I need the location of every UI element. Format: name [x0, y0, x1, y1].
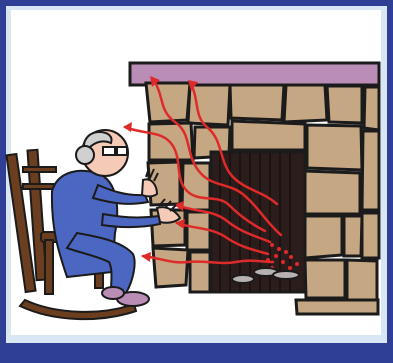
glasses-right-lens — [117, 147, 127, 155]
man-ear-hair — [76, 146, 94, 164]
man-slipper-back — [102, 287, 124, 299]
glasses-left-lens — [103, 147, 115, 155]
